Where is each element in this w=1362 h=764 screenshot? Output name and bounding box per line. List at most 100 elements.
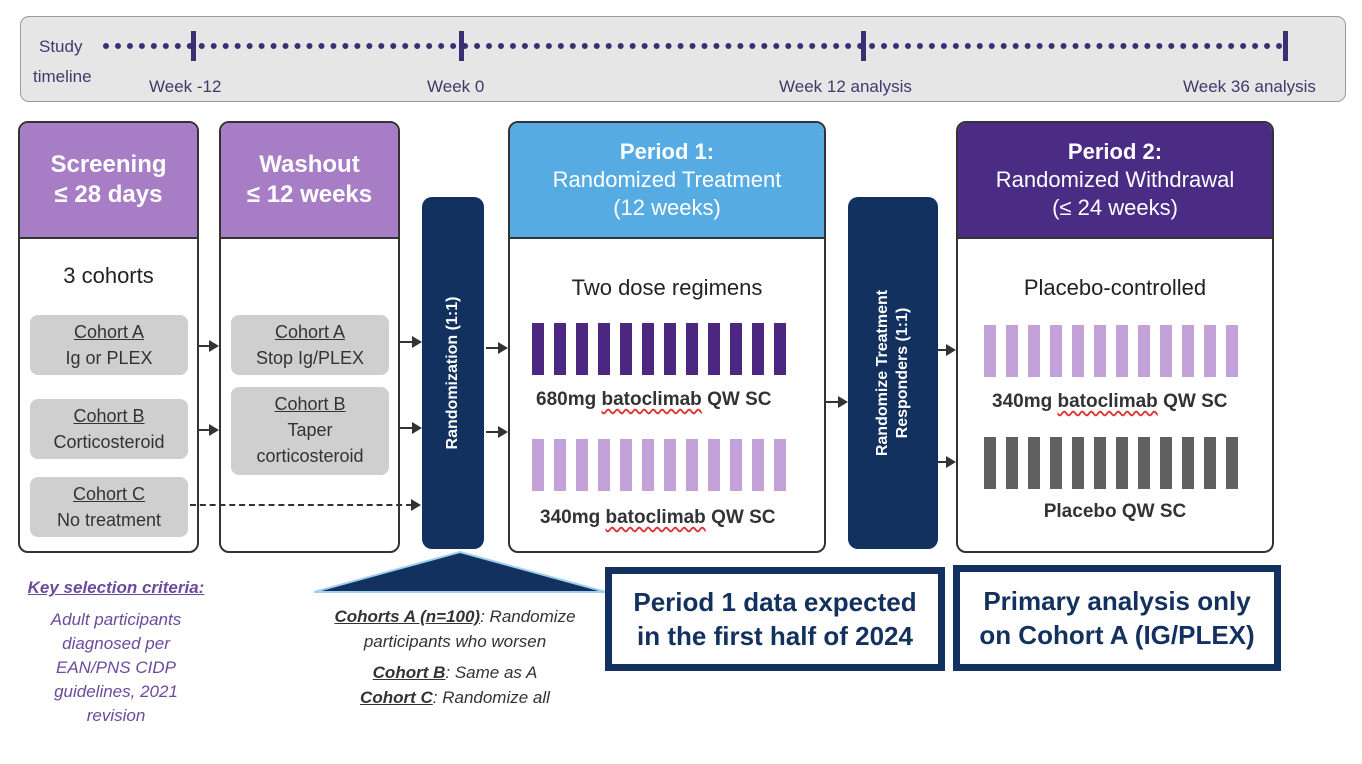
screening-header: Screening ≤ 28 days bbox=[20, 123, 197, 239]
period2-box: Period 2: Randomized Withdrawal (≤ 24 we… bbox=[956, 121, 1274, 553]
period1-dose-340-stripes bbox=[532, 439, 802, 491]
dose-stripe bbox=[1182, 325, 1194, 377]
dose-stripe bbox=[532, 323, 544, 375]
period1-subtitle-line2: Randomized Treatment bbox=[552, 167, 782, 192]
dose-schedule: QW SC bbox=[705, 507, 776, 528]
washout-cohort-a: Cohort A Stop Ig/PLEX bbox=[231, 315, 389, 375]
washout-cohort-b-label: Cohort B bbox=[274, 394, 346, 414]
placebo-stripe bbox=[1182, 437, 1194, 489]
dose-stripe bbox=[730, 323, 742, 375]
criteria-line: Adult participants bbox=[50, 610, 182, 629]
dose-stripe bbox=[1028, 325, 1040, 377]
drug-name: batoclimab bbox=[1057, 391, 1158, 412]
dose-stripe bbox=[554, 439, 566, 491]
placebo-stripe bbox=[1226, 437, 1238, 489]
dose-stripe bbox=[686, 323, 698, 375]
dose-stripe bbox=[1204, 325, 1216, 377]
period2-batoclimab-stripes bbox=[984, 325, 1254, 377]
placebo-stripe bbox=[1072, 437, 1084, 489]
cohort-c-label: Cohort C bbox=[72, 484, 146, 504]
dose-stripe bbox=[708, 323, 720, 375]
dose-stripe bbox=[774, 323, 786, 375]
period1-regimens-label: Two dose regimens bbox=[571, 275, 763, 300]
randomization-bar bbox=[422, 197, 484, 549]
study-timeline: Study timeline Week -12 Week 0 Week 12 a… bbox=[20, 16, 1346, 102]
dose-amount: 680mg bbox=[536, 389, 602, 410]
period2-placebo-controlled-label: Placebo-controlled bbox=[1023, 275, 1207, 300]
placebo-stripe bbox=[1204, 437, 1216, 489]
criteria-title: Key selection criteria: bbox=[27, 578, 205, 597]
dose-stripe bbox=[984, 325, 996, 377]
note-cohort-b-text: : Same as A bbox=[445, 663, 538, 682]
dose-stripe bbox=[664, 439, 676, 491]
timeline-tick-week-12 bbox=[861, 31, 866, 61]
cohort-b-label: Cohort B bbox=[73, 406, 145, 426]
period1-dose-680-label: 680mg batoclimab QW SC bbox=[536, 389, 771, 411]
period2-placebo-stripes bbox=[984, 437, 1254, 489]
dose-stripe bbox=[620, 323, 632, 375]
arrow-cohort-c-dashed bbox=[190, 504, 412, 506]
randomization-label: Randomization (1:1) bbox=[444, 296, 461, 450]
washout-cohort-b-desc1: Taper bbox=[287, 420, 333, 440]
dose-stripe bbox=[1116, 325, 1128, 377]
period1-callout-line1: Period 1 data expected bbox=[633, 587, 917, 617]
dose-stripe bbox=[752, 439, 764, 491]
cohort-randomization-notes: Cohorts A (n=100): Randomize participant… bbox=[306, 604, 604, 710]
dose-stripe bbox=[554, 323, 566, 375]
criteria-line: guidelines, 2021 bbox=[54, 682, 178, 701]
period1-data-callout: Period 1 data expected in the first half… bbox=[605, 567, 945, 671]
dose-stripe bbox=[620, 439, 632, 491]
period1-box: Period 1: Randomized Treatment (12 weeks… bbox=[508, 121, 826, 553]
primary-callout-line1: Primary analysis only bbox=[983, 586, 1251, 616]
arrow-rerandomize-placebo bbox=[938, 456, 956, 468]
cohort-a-desc: Ig or PLEX bbox=[65, 348, 153, 368]
period2-subtitle-line3: (≤ 24 weeks) bbox=[1052, 195, 1178, 220]
dose-schedule: QW SC bbox=[701, 389, 772, 410]
timeline-tick-week-0 bbox=[459, 31, 464, 61]
period1-dose-680-stripes bbox=[532, 323, 802, 375]
period2-batoclimab-label: 340mg batoclimab QW SC bbox=[992, 391, 1227, 413]
period1-header: Period 1: Randomized Treatment (12 weeks… bbox=[510, 123, 824, 239]
timeline-week-12: Week 12 analysis bbox=[779, 77, 912, 96]
washout-header: Washout ≤ 12 weeks bbox=[221, 123, 398, 239]
dose-stripe bbox=[1050, 325, 1062, 377]
dose-stripe bbox=[598, 439, 610, 491]
period2-header: Period 2: Randomized Withdrawal (≤ 24 we… bbox=[958, 123, 1272, 239]
period2-placebo-label: Placebo QW SC bbox=[1043, 501, 1187, 522]
primary-analysis-callout: Primary analysis only on Cohort A (IG/PL… bbox=[953, 565, 1281, 671]
dose-stripe bbox=[686, 439, 698, 491]
period2-title: Period 2: bbox=[1067, 139, 1163, 164]
dose-stripe bbox=[1006, 325, 1018, 377]
timeline-tick-week-minus12 bbox=[191, 31, 196, 61]
arrow-random-dose-680 bbox=[486, 342, 508, 354]
washout-cohort-b-desc2: corticosteroid bbox=[256, 446, 364, 466]
arrow-period1-rerandomize bbox=[826, 396, 848, 408]
placebo-stripe bbox=[1094, 437, 1106, 489]
dose-stripe bbox=[774, 439, 786, 491]
screening-cohort-c: Cohort C No treatment bbox=[30, 477, 188, 537]
note-cohort-b: Cohort B: Same as A bbox=[306, 660, 604, 685]
cohort-c-desc: No treatment bbox=[56, 510, 162, 530]
arrow-cohort-b-washout bbox=[199, 424, 219, 436]
washout-cohort-a-label: Cohort A bbox=[274, 322, 346, 342]
dose-stripe bbox=[532, 439, 544, 491]
dose-stripe bbox=[642, 323, 654, 375]
arrow-washout-b-random bbox=[400, 422, 422, 434]
note-cohort-b-label: Cohort B bbox=[372, 663, 446, 682]
timeline-tick-week-36 bbox=[1283, 31, 1288, 61]
period1-subtitle-line3: (12 weeks) bbox=[613, 195, 721, 220]
note-cohort-a: Cohorts A (n=100): Randomize bbox=[306, 604, 604, 629]
washout-duration: ≤ 12 weeks bbox=[246, 181, 373, 208]
dose-stripe bbox=[1094, 325, 1106, 377]
dose-amount: 340mg bbox=[992, 391, 1058, 412]
dose-stripe bbox=[576, 323, 588, 375]
dose-stripe bbox=[1138, 325, 1150, 377]
placebo-stripe bbox=[1160, 437, 1172, 489]
arrow-random-dose-340 bbox=[486, 426, 508, 438]
screening-duration: ≤ 28 days bbox=[54, 181, 163, 208]
dose-stripe bbox=[642, 439, 654, 491]
drug-name: batoclimab bbox=[605, 507, 706, 528]
rerandomize-line1: Randomize Treatment bbox=[874, 289, 891, 457]
timeline-week-36: Week 36 analysis bbox=[1183, 77, 1316, 96]
cohort-a-label: Cohort A bbox=[73, 322, 145, 342]
